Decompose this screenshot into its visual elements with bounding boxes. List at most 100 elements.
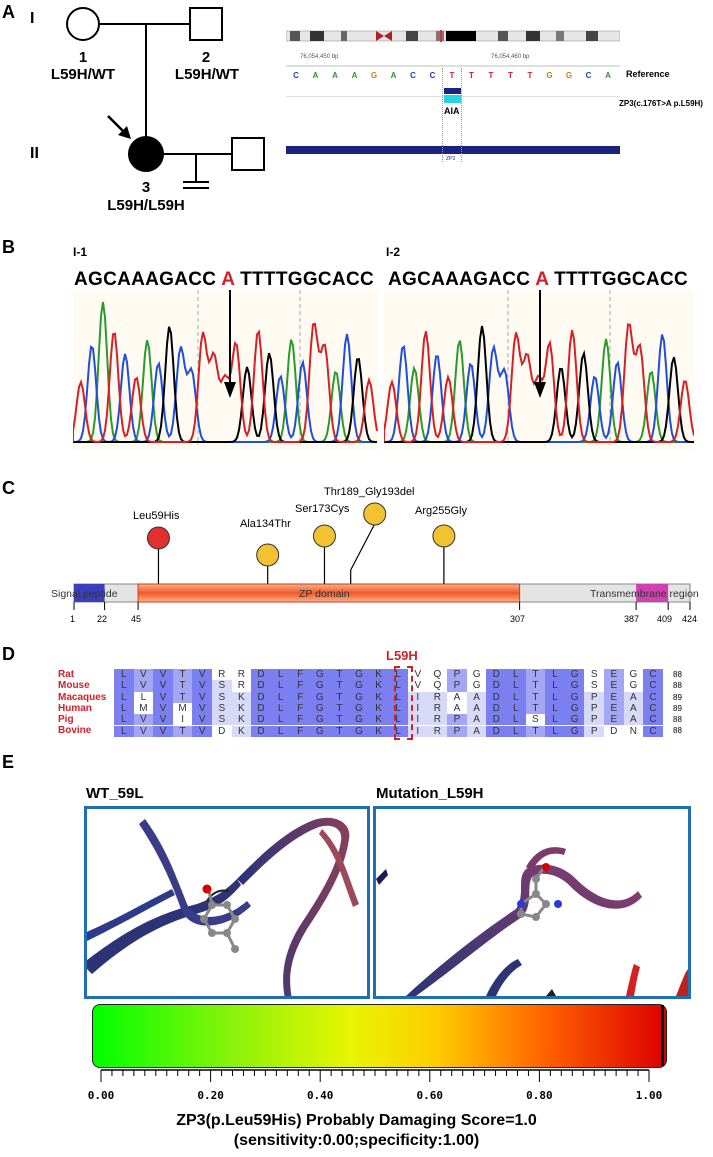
alignment-cell: L: [270, 691, 291, 703]
alignment-cell: K: [368, 680, 389, 692]
alignment-cell: G: [349, 702, 369, 715]
alignment-cell: A: [466, 725, 487, 737]
transmembrane-domain: [636, 584, 669, 602]
alignment-cell: G: [564, 725, 585, 737]
alignment-cell: L: [270, 714, 291, 726]
chrom-trace: [384, 325, 694, 443]
ref-base: T: [469, 71, 474, 80]
ref-base: A: [391, 71, 397, 80]
alignment-cell: K: [231, 714, 252, 726]
alignment-cell: K: [368, 702, 389, 715]
ind1-genotype: L59H/WT: [50, 66, 116, 83]
score-caption-1: ZP3(p.Leu59His) Probably Damaging Score=…: [176, 1112, 537, 1129]
species-pig: Pig: [58, 714, 74, 726]
score-tick-label: 0.60: [416, 1089, 444, 1102]
species-human: Human: [58, 702, 92, 714]
score-tick-label: 0.00: [87, 1089, 115, 1102]
tick-387: 387: [624, 614, 640, 624]
alignment-cell: K: [368, 691, 389, 703]
alignment-cell: F: [290, 725, 310, 737]
panel-label-b: B: [2, 237, 15, 257]
species-macaques: Macaques: [58, 691, 107, 703]
alignment-cell: P: [584, 725, 604, 737]
alignment-cell: T: [172, 691, 193, 703]
generation-label-i: I: [30, 10, 35, 27]
alignment-cell: L: [270, 725, 291, 737]
ref-base: A: [332, 71, 338, 80]
variant-track-box: [444, 88, 461, 94]
alignment-cell: C: [643, 691, 663, 703]
chrom-trace: [73, 322, 378, 443]
alignment-cell: L: [114, 691, 134, 703]
mutation-arrowhead: [224, 382, 236, 398]
alignment-cell: V: [192, 680, 212, 692]
region-zp: ZP domain: [299, 588, 350, 600]
alignment-cell: E: [604, 702, 624, 715]
ind1-number: 1: [78, 49, 88, 66]
ref-base: G: [566, 71, 572, 80]
variant-lollipop: [363, 502, 387, 526]
alignment-cell: L: [506, 714, 526, 726]
alignment-cell: A: [466, 702, 487, 715]
alignment-cell: T: [172, 725, 193, 737]
proband-arrowhead: [118, 126, 131, 139]
variant-label-4: Thr189_Gly193del: [324, 486, 415, 498]
individual-3-affected: [128, 136, 164, 172]
seq-right-pre: AGCAAAGACC: [388, 269, 531, 290]
end-pig: 88: [673, 715, 682, 725]
score-tick-label: 0.80: [526, 1089, 553, 1102]
alignment-cell: T: [172, 669, 193, 681]
end-human: 89: [673, 703, 682, 713]
chrom-trace: [73, 326, 377, 443]
alignment-cell: L: [545, 714, 565, 726]
alignment-cell: G: [310, 669, 330, 681]
ind3-genotype: L59H/L59H: [107, 197, 185, 214]
alignment-cell: L: [545, 702, 565, 715]
end-rat: 88: [673, 670, 682, 679]
structure-title-mut: Mutation_L59H: [376, 785, 484, 802]
alignment-cell: G: [564, 680, 585, 692]
mutation-marker-label: L59H: [386, 648, 418, 663]
alignment-cell: D: [251, 725, 271, 737]
alignment-cell: A: [447, 702, 467, 715]
alignment-cell: F: [290, 669, 310, 681]
seq-right-post: TTTTGGCACC: [554, 269, 688, 290]
ref-base: T: [528, 71, 533, 80]
alignment-cell: K: [368, 714, 389, 726]
variant-lollipop: [432, 524, 456, 548]
variant-label-5: Arg255Gly: [415, 505, 467, 517]
ref-base: A: [313, 71, 319, 80]
alignment-cell: S: [212, 691, 232, 703]
alignment-cell: V: [408, 669, 428, 681]
alignment-cell: G: [564, 691, 585, 703]
alignment-cell: T: [525, 680, 546, 692]
alignment-cell: L: [114, 725, 134, 737]
region-tm: Transmembrane region: [590, 588, 699, 600]
alignment-cell: L: [545, 691, 565, 703]
coord-ruler: [286, 65, 620, 67]
end-bovine: 88: [673, 726, 682, 736]
alignment-cell: T: [329, 702, 350, 715]
alignment-cell: A: [466, 714, 487, 726]
alignment-ends: 88 88 89 89 88 88: [673, 669, 682, 737]
ref-base: T: [508, 71, 513, 80]
zp-domain: [137, 583, 521, 603]
alignment-cell: C: [643, 725, 663, 737]
alignment-cell: G: [623, 680, 644, 692]
alignment-cell: I: [172, 714, 193, 726]
alignment-cell: C: [643, 714, 663, 726]
alignment-cell: T: [172, 680, 193, 692]
alignment-cell: L: [114, 669, 134, 681]
alignment-cell: S: [212, 702, 232, 715]
highlight-left: [442, 68, 443, 162]
individual-4-male: [231, 137, 265, 171]
alignment-cell: V: [153, 680, 173, 692]
variant-lollipop: [312, 524, 336, 548]
alignment-cell: D: [251, 691, 271, 703]
alignment-cell: S: [212, 714, 232, 726]
alignment-cell: D: [486, 725, 506, 737]
alignment-cell: G: [310, 725, 330, 737]
alignment-cell: G: [310, 680, 330, 692]
alignment-cell: G: [310, 714, 330, 726]
alignment-cell: T: [525, 702, 546, 715]
